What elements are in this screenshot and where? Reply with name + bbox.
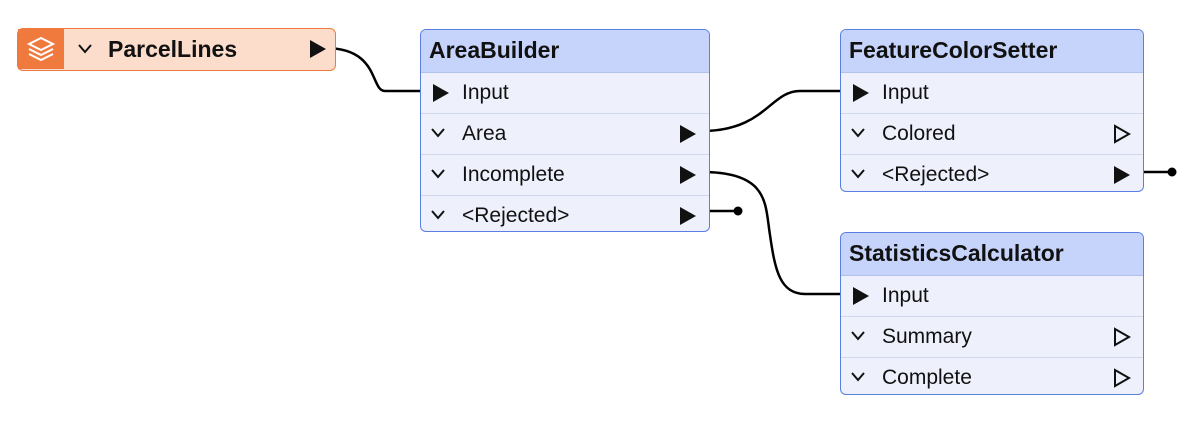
chevron-down-icon[interactable] xyxy=(431,128,445,138)
port-label: <Rejected> xyxy=(882,163,990,186)
chevron-down-icon[interactable] xyxy=(431,210,445,220)
chevron-down-icon[interactable] xyxy=(851,128,865,138)
reader-label: ParcelLines xyxy=(108,36,238,62)
port-label: Colored xyxy=(882,122,956,145)
output-port-arrow-icon[interactable] xyxy=(1113,165,1131,185)
port-label: Input xyxy=(882,284,929,307)
output-port-arrow-icon[interactable] xyxy=(679,165,697,185)
wire-incomplete-to-statisticscalculator[interactable] xyxy=(701,170,852,296)
input-port-row[interactable]: Input xyxy=(841,73,1143,113)
port-label: Area xyxy=(462,122,507,145)
output-port-arrow-icon[interactable] xyxy=(308,38,328,60)
output-port-open-arrow-icon[interactable] xyxy=(1113,327,1131,347)
transformer-node-statisticscalculator[interactable]: StatisticsCalculator Input Summary Compl… xyxy=(840,232,1144,395)
chevron-down-icon[interactable] xyxy=(78,44,92,54)
chevron-down-icon[interactable] xyxy=(851,169,865,179)
wire-endpoint-dot xyxy=(1167,167,1177,177)
output-port-row[interactable]: Colored xyxy=(841,113,1143,154)
output-port-row[interactable]: <Rejected> xyxy=(421,195,709,231)
port-label: Summary xyxy=(882,325,972,348)
transformer-node-areabuilder[interactable]: AreaBuilder Input Area Incomplete <Rejec… xyxy=(420,29,710,232)
output-port-open-arrow-icon[interactable] xyxy=(1113,368,1131,388)
node-title: FeatureColorSetter xyxy=(841,30,1143,73)
port-label: Input xyxy=(462,81,509,104)
node-title: AreaBuilder xyxy=(421,30,709,73)
output-port-row[interactable]: Summary xyxy=(841,316,1143,357)
input-port-row[interactable]: Input xyxy=(841,276,1143,316)
input-port-arrow-icon[interactable] xyxy=(431,83,451,103)
input-port-arrow-icon[interactable] xyxy=(851,286,871,306)
chevron-down-icon[interactable] xyxy=(851,331,865,341)
port-label: Input xyxy=(882,81,929,104)
output-port-row[interactable]: Complete xyxy=(841,357,1143,394)
output-port-row[interactable]: Incomplete xyxy=(421,154,709,195)
output-port-arrow-icon[interactable] xyxy=(679,206,697,226)
wire-endpoint-dot xyxy=(733,206,743,216)
output-port-row[interactable]: Area xyxy=(421,113,709,154)
input-port-row[interactable]: Input xyxy=(421,73,709,113)
output-port-arrow-icon[interactable] xyxy=(679,124,697,144)
chevron-down-icon[interactable] xyxy=(851,372,865,382)
reader-node-parcellines[interactable]: ParcelLines xyxy=(17,28,336,71)
layers-icon xyxy=(18,29,64,69)
wire-parcellines-to-areabuilder[interactable] xyxy=(324,46,432,93)
port-label: <Rejected> xyxy=(462,204,570,227)
node-title: StatisticsCalculator xyxy=(841,233,1143,276)
input-port-arrow-icon[interactable] xyxy=(851,83,871,103)
transformer-node-featurecolorsetter[interactable]: FeatureColorSetter Input Colored <Reject… xyxy=(840,29,1144,192)
port-label: Complete xyxy=(882,366,972,389)
port-label: Incomplete xyxy=(462,163,565,186)
chevron-down-icon[interactable] xyxy=(431,169,445,179)
wire-area-to-featurecolorsetter[interactable] xyxy=(701,89,852,133)
output-port-open-arrow-icon[interactable] xyxy=(1113,124,1131,144)
output-port-row[interactable]: <Rejected> xyxy=(841,154,1143,191)
